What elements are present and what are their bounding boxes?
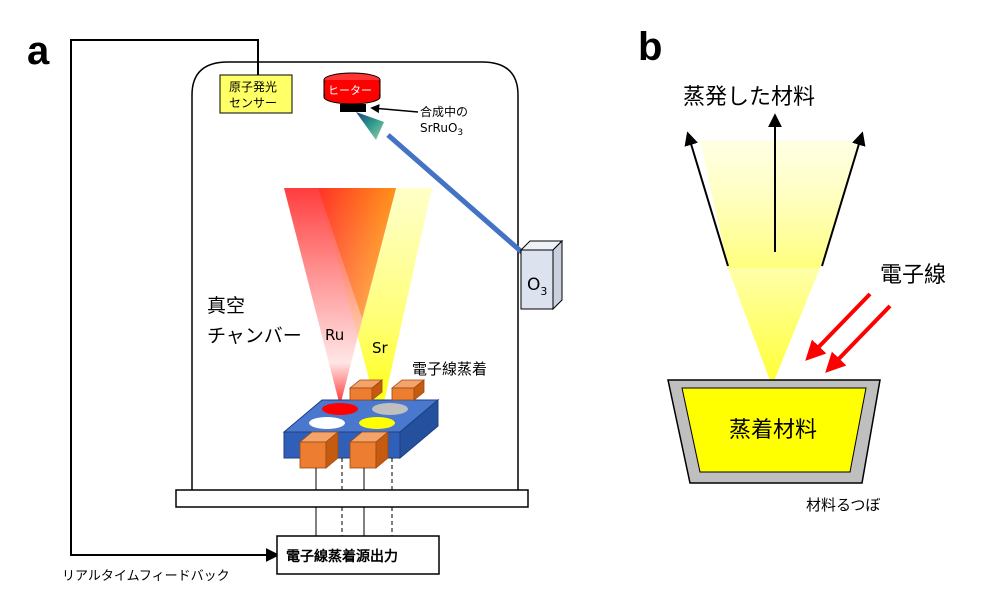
sr-pocket xyxy=(359,417,395,429)
electron-beam-arrow-1 xyxy=(805,292,872,361)
synth-label-line1: 合成中の xyxy=(420,104,468,119)
orange-block-back-right xyxy=(390,379,426,401)
substrate xyxy=(340,104,366,112)
orange-block-front-right xyxy=(348,431,390,469)
heater xyxy=(323,72,381,105)
ru-label: Ru xyxy=(325,326,344,344)
crucible-label: 材料るつぼ xyxy=(806,496,880,514)
ru-pocket xyxy=(322,403,358,415)
electron-beam-label: 電子線 xyxy=(880,263,946,288)
chamber-label-line1: 真空 xyxy=(207,295,245,317)
ebeam-power-source xyxy=(276,535,440,575)
evaporation-cone xyxy=(728,268,820,386)
heater-label: ヒーター xyxy=(328,84,372,97)
feedthrough-lines xyxy=(315,458,393,536)
power-source-label: 電子線蒸着源出力 xyxy=(286,548,398,565)
ozone-source xyxy=(519,239,564,311)
vacuum-chamber xyxy=(191,61,519,490)
pocket-gray xyxy=(372,403,408,415)
feedback-loop-arrow xyxy=(70,39,280,562)
panel-a-letter: a xyxy=(27,29,50,73)
chamber-base-plate xyxy=(175,489,529,508)
sr-label: Sr xyxy=(372,339,389,357)
sensor-label-line2: センサー xyxy=(229,96,277,110)
atomic-emission-sensor xyxy=(219,74,293,114)
feedback-label: リアルタイムフィードバック xyxy=(62,569,230,584)
panel-b-letter: b xyxy=(638,25,662,69)
electron-beam-arrow-2 xyxy=(825,304,892,373)
evaporation-material xyxy=(681,387,867,473)
evaporation-plume xyxy=(700,140,862,268)
substrate-pointer-arrow xyxy=(370,104,419,114)
ozone-supply-line xyxy=(386,133,526,256)
ozone-label: O3 xyxy=(527,275,547,298)
evap-arrow-left xyxy=(684,131,729,267)
sensor-label-line1: 原子発光 xyxy=(229,80,277,94)
beam-overlap xyxy=(318,188,396,318)
orange-block-front-left xyxy=(298,431,340,469)
evap-arrow-right xyxy=(821,131,866,267)
orange-block-back-left xyxy=(348,379,384,401)
material-label: 蒸着材料 xyxy=(729,418,817,443)
ebeam-evap-label: 電子線蒸着 xyxy=(412,360,487,378)
chamber-label-line2: チャンバー xyxy=(207,325,302,347)
pocket-white xyxy=(309,417,345,429)
evaporated-material-label: 蒸発した材料 xyxy=(683,85,815,110)
synth-label-line2: SrRuO3 xyxy=(420,121,463,138)
ozone-beam xyxy=(356,112,384,140)
